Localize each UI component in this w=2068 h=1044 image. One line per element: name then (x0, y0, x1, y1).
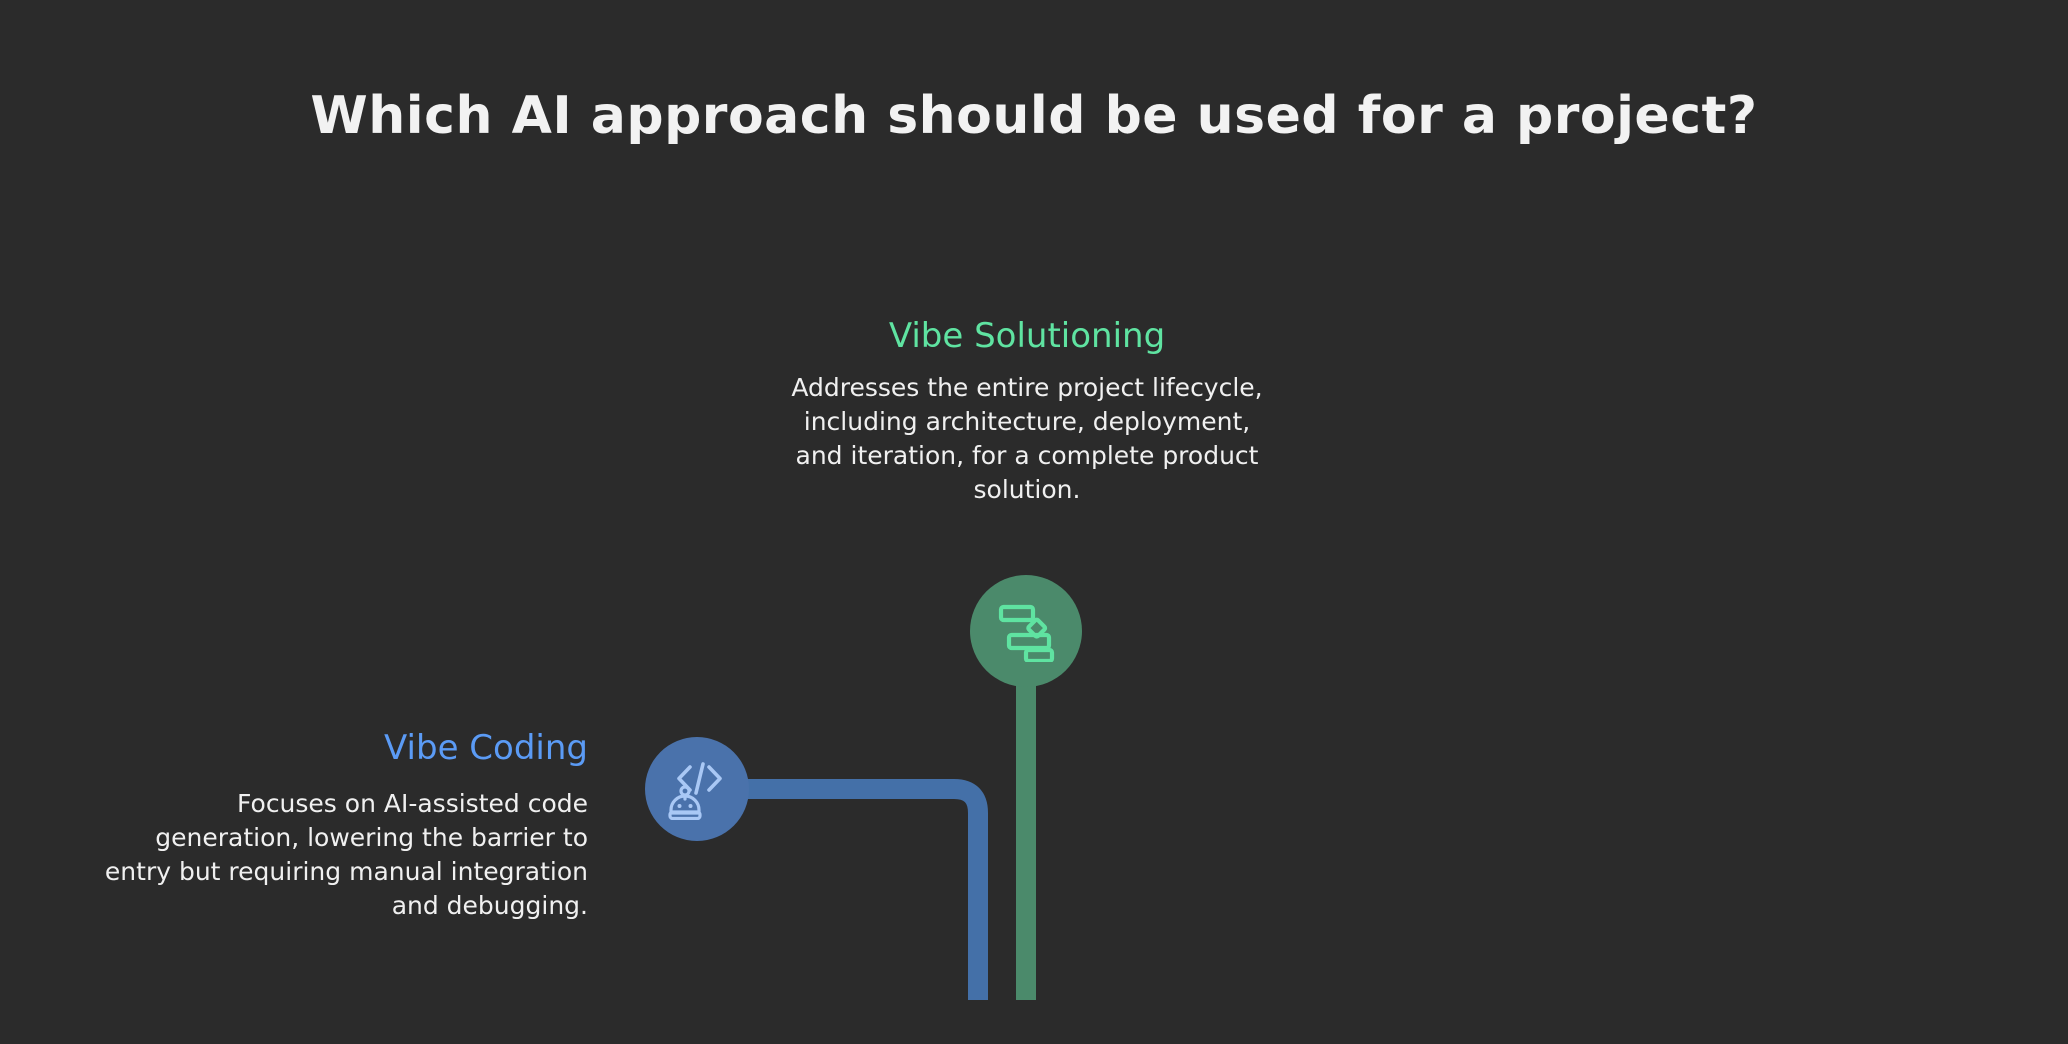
gantt-chart-icon (998, 604, 1055, 662)
page-title: Which AI approach should be used for a p… (310, 86, 1758, 146)
code-robot-icon (668, 762, 722, 820)
heading-vibe-solutioning: Vibe Solutioning (888, 316, 1166, 356)
connector-coding-branch (742, 779, 988, 1000)
text-block-vibe-solutioning: Vibe Solutioning Addresses the entire pr… (790, 316, 1264, 507)
heading-vibe-coding: Vibe Coding (384, 728, 588, 768)
description-vibe-coding: Focuses on AI-assisted code generation, … (104, 789, 588, 921)
text-block-vibe-coding: Vibe Coding Focuses on AI-assisted code … (100, 728, 588, 923)
description-vibe-solutioning: Addresses the entire project lifecycle, … (791, 373, 1263, 505)
node-vibe-solutioning[interactable] (970, 575, 1082, 687)
node-vibe-coding[interactable] (645, 737, 749, 841)
